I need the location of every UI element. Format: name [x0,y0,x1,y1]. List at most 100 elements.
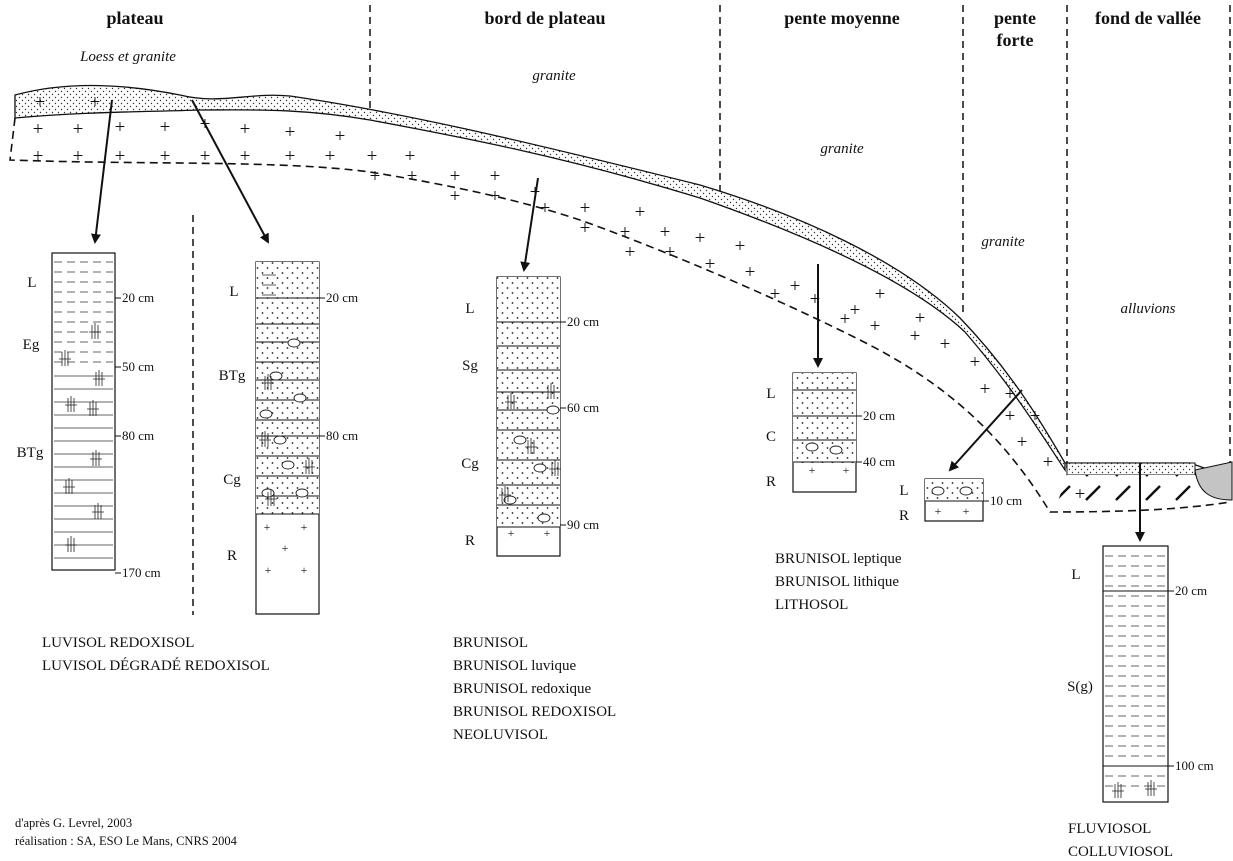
granite-plus-symbol: + [850,300,861,321]
pebble-mark [533,463,547,473]
credit-realisation: réalisation : SA, ESO Le Mans, CNRS 2004 [15,834,238,848]
granite-plus-symbol: + [665,242,676,263]
granite-plus-symbol: + [160,117,171,138]
granite-plus-symbol: + [915,308,926,329]
mottle-mark [93,370,105,386]
p6-depth-100: 100 cm [1175,758,1214,773]
arrow-p5 [948,389,1023,472]
classification-fond: FLUVIOSOL COLLUVIOSOL [1068,821,1173,860]
pebble-mark [805,442,819,452]
profile-1: L Eg BTg 20 cm 50 cm 80 cm 170 cm [17,252,161,580]
granite-plus-symbol: + [980,379,991,400]
p5-horizon-r: R [899,508,909,524]
granite-plus-symbol: + [33,119,44,140]
pebble-mark [503,495,517,505]
rock-plus-mark: + [508,526,515,540]
rock-label-pente-moyenne: granite [820,141,864,157]
mottle-mark [525,438,537,454]
mottle-mark [303,458,315,474]
mottle-mark [63,478,75,494]
zone-title-bord: bord de plateau [484,8,605,28]
granite-plus-symbol: + [910,326,921,347]
alluvium-hatched [1055,475,1195,510]
p4-horizon-c: C [766,429,776,445]
rock-plus-mark: + [935,504,942,518]
credit-source: d'après G. Levrel, 2003 [15,816,132,830]
rock-plus-mark: + [843,463,850,477]
mottle-mark [505,393,517,409]
granite-plus-symbol: + [695,228,706,249]
granite-plus-symbol: + [73,119,84,140]
river-channel [1194,461,1233,501]
p6-horizon-l: L [1071,567,1080,583]
cross-section: ++++++++++++++++++++++++++++++++++++++++… [9,84,1233,513]
profile-6: L S(g) 20 cm 100 cm [1067,545,1214,803]
zone-title-fond: fond de vallée [1095,8,1201,28]
granite-plus-symbol: + [810,289,821,310]
p4-horizon-l: L [766,386,775,402]
zone-title-pente-forte-1: pente [994,8,1036,28]
profile-5-soil [925,479,983,501]
profile-2: +++++ L BTg Cg R 20 cm 80 cm [219,261,358,615]
granite-plus-symbol: + [450,166,461,187]
granite-plus-symbol: + [620,222,631,243]
zone-titles: plateau bord de plateau pente moyenne pe… [106,8,1201,50]
granite-plus-symbol: + [73,146,84,167]
class-bord-4: BRUNISOL REDOXISOL [453,704,616,720]
profile-2-pattern: +++++ [256,274,319,577]
rock-plus-mark: + [265,563,272,577]
rock-plus-mark: + [264,520,271,534]
granite-plus-symbol: + [90,92,101,113]
p3-horizon-r: R [465,533,475,549]
granite-plus-symbol: + [33,146,44,167]
class-plateau-2: LUVISOL DÉGRADÉ REDOXISOL [42,657,270,674]
zone-separators [192,5,1231,615]
loess-cover [14,84,1066,473]
pebble-mark [537,513,551,523]
pebble-mark [259,409,273,419]
mottle-mark [1112,782,1124,798]
class-bord-1: BRUNISOL [453,635,528,651]
p5-depth-10: 10 cm [990,493,1022,508]
granite-plus-symbol: + [450,186,461,207]
granite-plus-symbol: + [705,254,716,275]
rock-plus-mark: + [301,520,308,534]
granite-plus-symbol: + [490,166,501,187]
profile-3: ++ L Sg Cg R 20 cm 60 cm 90 cm [461,276,599,557]
class-bord-2: BRUNISOL luvique [453,658,577,674]
classification-bord: BRUNISOL BRUNISOL luvique BRUNISOL redox… [453,635,616,743]
p3-horizon-sg: Sg [462,358,478,374]
granite-plus-symbol: + [160,146,171,167]
rock-label-fond: alluvions [1121,301,1176,317]
mottle-mark [1145,780,1157,796]
profile-3-pattern: ++ [497,321,561,540]
granite-plus-symbol: + [115,117,126,138]
rock-labels: Loess et granite granite granite granite… [79,49,1176,317]
granite-plus-symbol: + [1075,484,1086,505]
p1-depth-50: 50 cm [122,359,154,374]
class-bord-3: BRUNISOL redoxique [453,681,592,697]
profile-6-column [1102,545,1169,803]
profile-5-pattern: ++ [925,486,983,518]
mottle-mark [499,486,511,502]
rock-label-pente-forte: granite [981,234,1025,250]
granite-plus-symbol: + [870,316,881,337]
class-fond-1: FLUVIOSOL [1068,821,1151,837]
mottle-mark [259,431,271,447]
granite-plus-symbol: + [540,198,551,219]
zone-title-pente-moyenne: pente moyenne [784,8,900,28]
rock-plus-mark: + [544,526,551,540]
mottle-mark [65,536,77,552]
pebble-mark [281,460,295,470]
granite-plus-symbol: + [790,276,801,297]
p1-depth-170: 170 cm [122,565,161,580]
pebble-mark [293,393,307,403]
rock-label-bord: granite [532,68,576,84]
granite-plus-symbol: + [770,284,781,305]
arrow-p3 [520,177,539,272]
class-pente-2: BRUNISOL lithique [775,574,899,590]
p4-depth-20: 20 cm [863,408,895,423]
mottle-mark [90,450,102,466]
p1-depth-20: 20 cm [122,290,154,305]
